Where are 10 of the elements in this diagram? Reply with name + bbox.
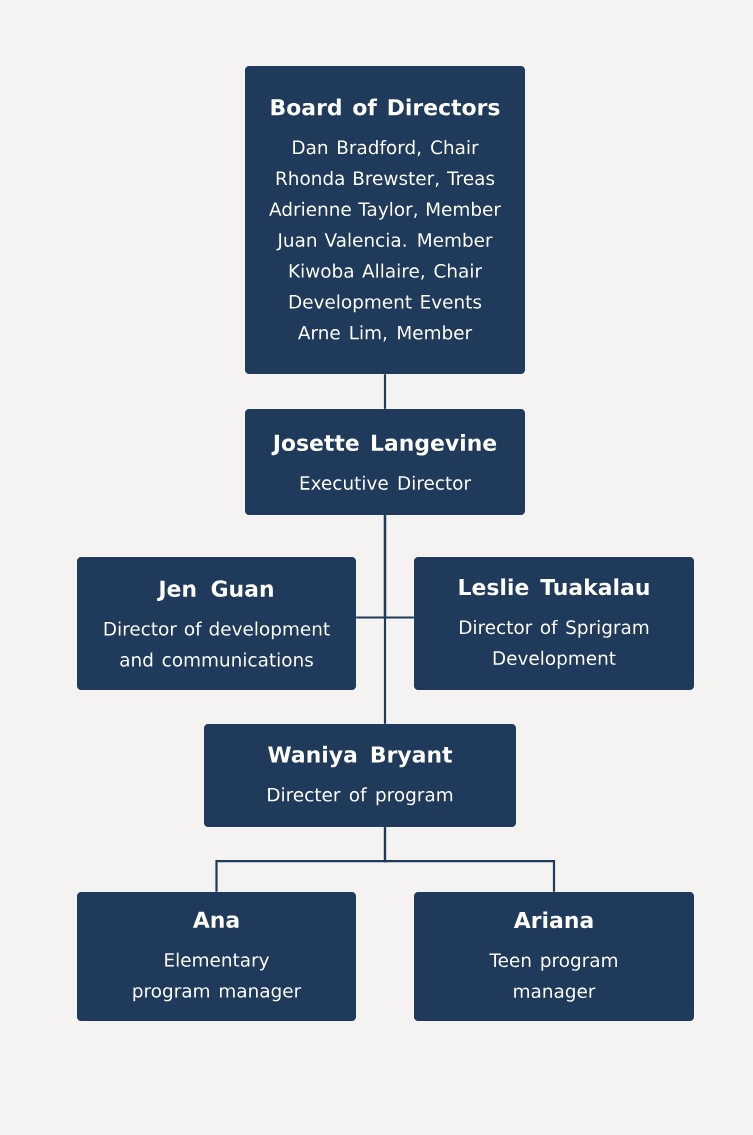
org-box: Board of Directors Dan Bradford, Chair Rhonda Brewster, Treas Adrienne Taylor, Member Juan Valencia. Member Kiwoba Allaire, Chair Development Events Arne Lim, Member <box>245 66 525 374</box>
org-box: Josette Langevine Executive Director <box>245 409 525 515</box>
org-box: Waniya Bryant Directer of program <box>204 724 516 827</box>
org-box: Ana Elementary program manager <box>77 892 356 1021</box>
connector-line <box>383 515 387 724</box>
org-box: Ariana Teen program manager <box>414 892 694 1021</box>
connector-line <box>383 827 556 892</box>
connector-line <box>383 374 387 409</box>
org-box: Jen Guan Director of development and communications <box>77 557 356 690</box>
org-box: Leslie Tuakalau Director of Sprigram Development <box>414 557 694 690</box>
